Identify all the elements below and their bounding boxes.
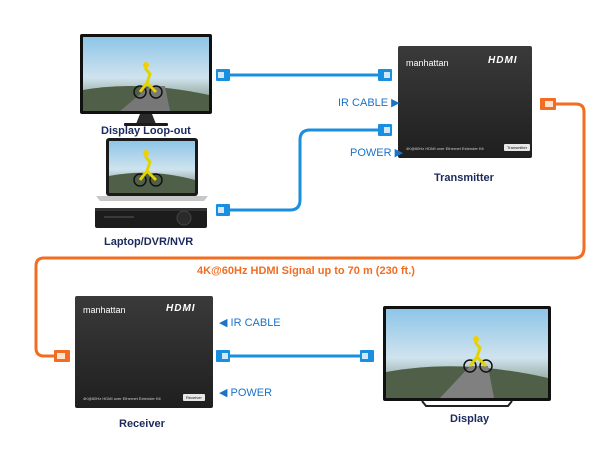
transmitter-brand: manhattan <box>406 58 449 68</box>
receiver-power-label: ◀ POWER <box>219 387 273 399</box>
tv-icon <box>383 306 551 407</box>
dvr-icon <box>95 208 207 228</box>
display-label: Display <box>450 413 490 425</box>
transmitter-hdmi-logo: HDMI <box>488 55 518 66</box>
receiver-box <box>75 296 213 408</box>
transmitter-tag: Transmitter <box>504 144 531 151</box>
receiver-brand: manhattan <box>83 305 126 315</box>
transmitter-power-label: POWER ▶ <box>350 147 404 159</box>
transmitter-label: Transmitter <box>434 172 494 184</box>
display-loop-out-label: Display Loop-out <box>101 125 191 137</box>
laptop-label: Laptop/DVR/NVR <box>104 236 194 248</box>
ethernet-plug-icon <box>54 98 556 362</box>
transmitter-box <box>398 46 532 158</box>
transmitter-product-text: 4K@60Hz HDMI over Ethernet Extender Kit <box>406 146 484 151</box>
laptop-icon <box>96 138 208 201</box>
signal-label: 4K@60Hz HDMI Signal up to 70 m (230 ft.) <box>197 265 415 277</box>
receiver-hdmi-logo: HDMI <box>166 303 196 314</box>
transmitter-ir-cable-label: IR CABLE ▶ <box>338 97 400 109</box>
hdmi-plug-icon <box>216 69 392 362</box>
receiver-tag: Receiver <box>183 394 205 401</box>
receiver-ir-cable-label: ◀ IR CABLE <box>219 317 281 329</box>
receiver-label: Receiver <box>119 418 165 430</box>
cable-signal <box>34 102 586 358</box>
cable-laptop <box>230 128 380 212</box>
receiver-product-text: 4K@60Hz HDMI over Ethernet Extender Kit <box>83 396 161 401</box>
monitor-icon <box>80 34 212 126</box>
